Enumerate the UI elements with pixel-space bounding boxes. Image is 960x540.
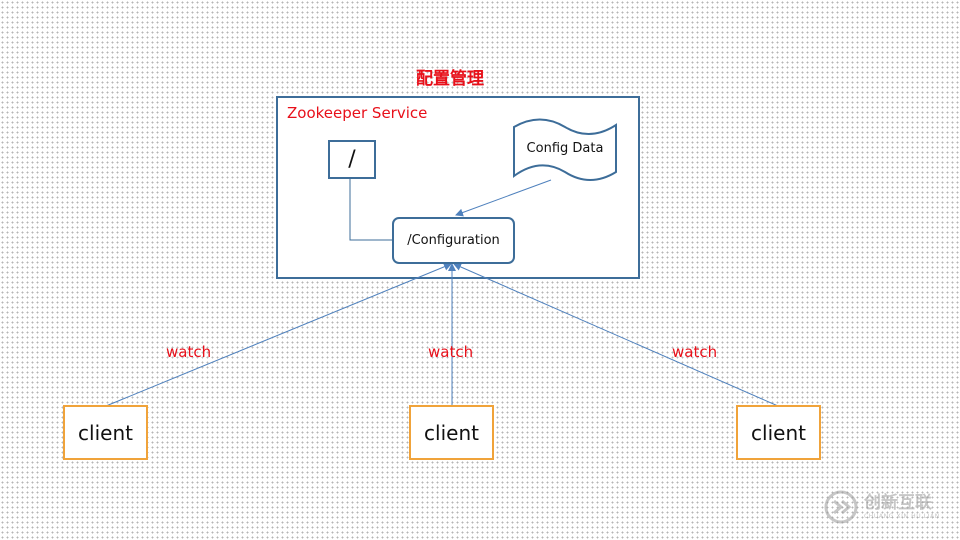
logo-icon: [824, 490, 858, 524]
config-data-label: Config Data: [526, 141, 604, 156]
diagram-title: 配置管理: [416, 69, 484, 89]
watch-arrow-left: [105, 262, 452, 407]
config-data-arrow: [455, 179, 552, 217]
service-label: Zookeeper Service: [287, 104, 428, 122]
watermark-logo: 创新互联 CHUANG XIN HU LIAN: [824, 490, 940, 524]
client-right: client: [736, 405, 821, 460]
watch-label-left: watch: [166, 343, 212, 361]
config-data-shape: [513, 118, 617, 181]
configuration-znode: /Configuration: [392, 217, 515, 264]
logo-name-cn: 创新互联: [864, 492, 932, 513]
root-znode: /: [328, 140, 376, 179]
tree-edge: [349, 179, 392, 241]
logo-name-en: CHUANG XIN HU LIAN: [864, 512, 940, 520]
watch-arrow-right: [453, 263, 779, 407]
client-left: client: [63, 405, 148, 460]
watch-label-right: watch: [672, 343, 718, 361]
watch-label-center: watch: [428, 343, 474, 361]
client-center: client: [409, 405, 494, 460]
